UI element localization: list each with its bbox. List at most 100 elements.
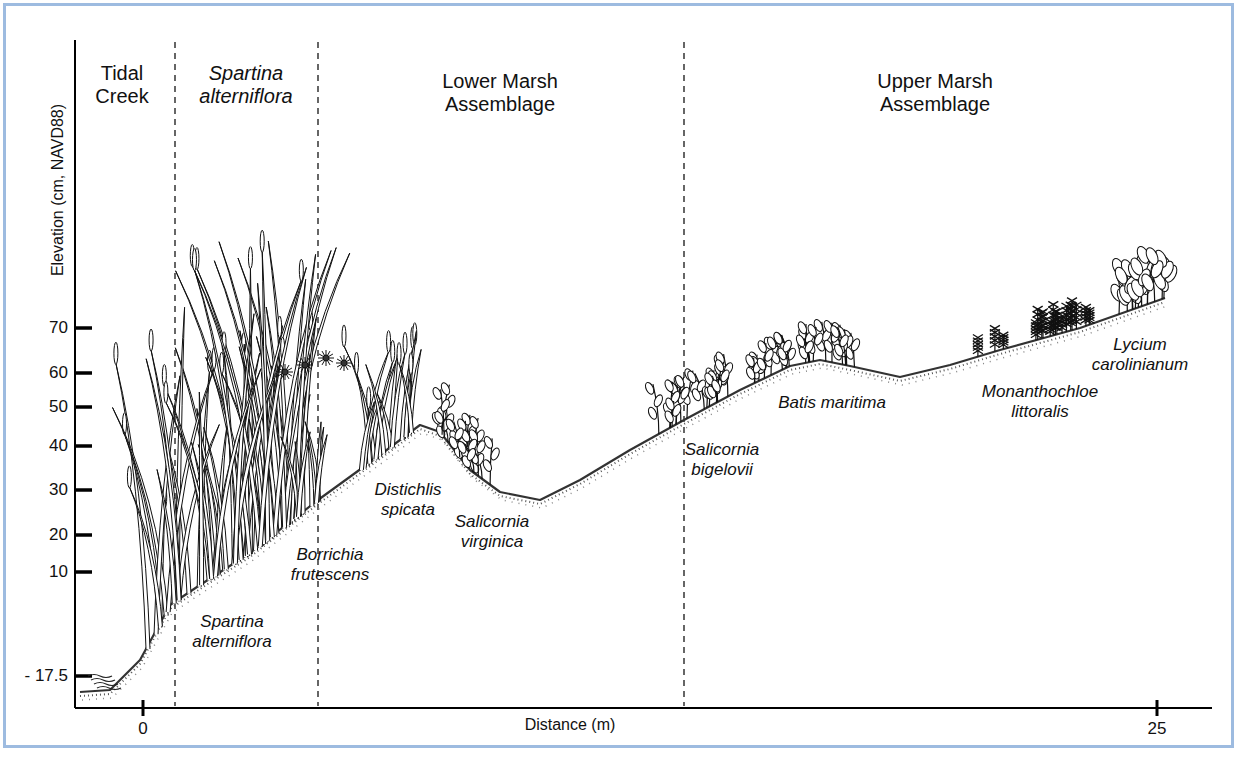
tick-label: 60	[4, 363, 68, 383]
water-ripple	[88, 675, 112, 678]
succulent-joint	[679, 386, 691, 400]
succulent-joint	[710, 379, 722, 393]
leaf-tuft	[1031, 326, 1041, 332]
zone-heading: Upper Marsh Assemblage	[830, 70, 1040, 116]
leaf-tuft	[998, 332, 1008, 338]
seed-head	[355, 352, 359, 374]
succulent-joint	[653, 394, 665, 408]
grass-blade	[366, 365, 386, 454]
grass-blade	[362, 352, 388, 468]
leaf-tuft	[973, 341, 983, 347]
succulent-joint	[838, 334, 850, 348]
seed-head	[342, 325, 346, 347]
species-label: Batis maritima	[757, 393, 907, 413]
leaf-tuft	[973, 348, 983, 354]
tick-label: 40	[4, 436, 68, 456]
leaf-tuft	[1031, 320, 1041, 326]
leaf-tuft	[1048, 323, 1058, 329]
zone-dividers	[175, 42, 684, 706]
seed-head	[409, 353, 413, 375]
succulent-joint	[806, 323, 818, 337]
seed-head	[260, 230, 264, 252]
water-ripple	[91, 679, 115, 682]
seed-head	[397, 342, 401, 364]
succulent-joint	[674, 374, 686, 388]
grass-blade	[129, 487, 162, 626]
succulent-joint	[803, 340, 815, 354]
succulent-joint	[644, 381, 656, 395]
succulent-joint	[489, 447, 501, 461]
succulent-joint	[744, 354, 756, 368]
succulent-joint	[433, 410, 445, 424]
grass-blade	[399, 363, 413, 432]
flower-center	[302, 362, 308, 368]
leaf-tuft	[973, 334, 983, 340]
species-label: Borrichia frutescens	[274, 545, 386, 584]
succulent-joint	[829, 324, 841, 338]
succulent-joint	[431, 386, 443, 400]
y-tick	[75, 405, 92, 409]
leaf-tuft	[1033, 306, 1043, 312]
leaf-tuft	[1048, 312, 1058, 318]
leaf-tuft	[1031, 332, 1041, 338]
leaf-tuft	[1048, 312, 1058, 318]
succulent-joint	[781, 339, 793, 353]
succulent-joint	[797, 321, 809, 335]
leaf-tuft	[1031, 320, 1041, 326]
y-tick	[75, 326, 92, 330]
y-tick	[75, 371, 92, 375]
ground-profile	[80, 298, 1167, 700]
dashed-divider	[683, 42, 684, 706]
grass-blade	[296, 432, 310, 517]
water-ripple	[97, 687, 121, 690]
seed-head	[149, 329, 153, 351]
succulent-joint	[453, 427, 465, 441]
seed-head	[192, 249, 196, 271]
leaf-tuft	[1031, 326, 1041, 332]
succulent-joint	[663, 379, 675, 393]
axis-title: Distance (m)	[470, 716, 670, 734]
succulent-joint	[1144, 246, 1161, 267]
leaf-tuft	[1031, 329, 1041, 335]
grass-blade	[157, 469, 176, 603]
species-label: Spartina alterniflora	[176, 612, 288, 651]
succulent-joint	[1113, 265, 1130, 286]
leaf-tuft	[1048, 323, 1058, 329]
leaf-tuft	[973, 348, 983, 354]
flower-center	[282, 369, 288, 375]
leaf-tuft	[1037, 310, 1047, 316]
leaf-tuft	[1081, 304, 1091, 310]
succulent-joint	[756, 339, 768, 353]
seed-head	[387, 331, 391, 353]
leaf-tuft	[973, 338, 983, 344]
grass-blade	[314, 435, 327, 503]
grass-blade	[359, 402, 374, 470]
leaf-tuft	[1048, 307, 1058, 313]
flower-center	[323, 355, 329, 361]
plant-drawings	[113, 230, 1180, 649]
water-ripple	[94, 683, 118, 686]
axes	[75, 40, 1212, 716]
leaf-tuft	[998, 332, 1008, 338]
leaf-tuft	[1031, 329, 1041, 335]
seed-head	[391, 340, 395, 362]
succulent-joint	[1128, 256, 1145, 277]
grass-blade	[177, 424, 220, 600]
tick-label: - 17.5	[4, 666, 68, 686]
leaf-tuft	[1048, 301, 1058, 307]
tick-label: 10	[4, 562, 68, 582]
succulent-joint	[714, 358, 726, 372]
species-label: Distichlis spicata	[360, 480, 456, 519]
tick-label: 0	[123, 719, 163, 739]
tick-label: 25	[1137, 719, 1177, 739]
leaf-tuft	[1048, 307, 1058, 313]
x-tick	[1156, 700, 1159, 716]
dashed-divider	[317, 42, 318, 706]
succulent-joint	[466, 447, 478, 461]
tick-label: 70	[4, 318, 68, 338]
leaf-tuft	[1031, 323, 1041, 329]
y-tick	[75, 488, 92, 492]
grass-blade	[146, 359, 181, 600]
